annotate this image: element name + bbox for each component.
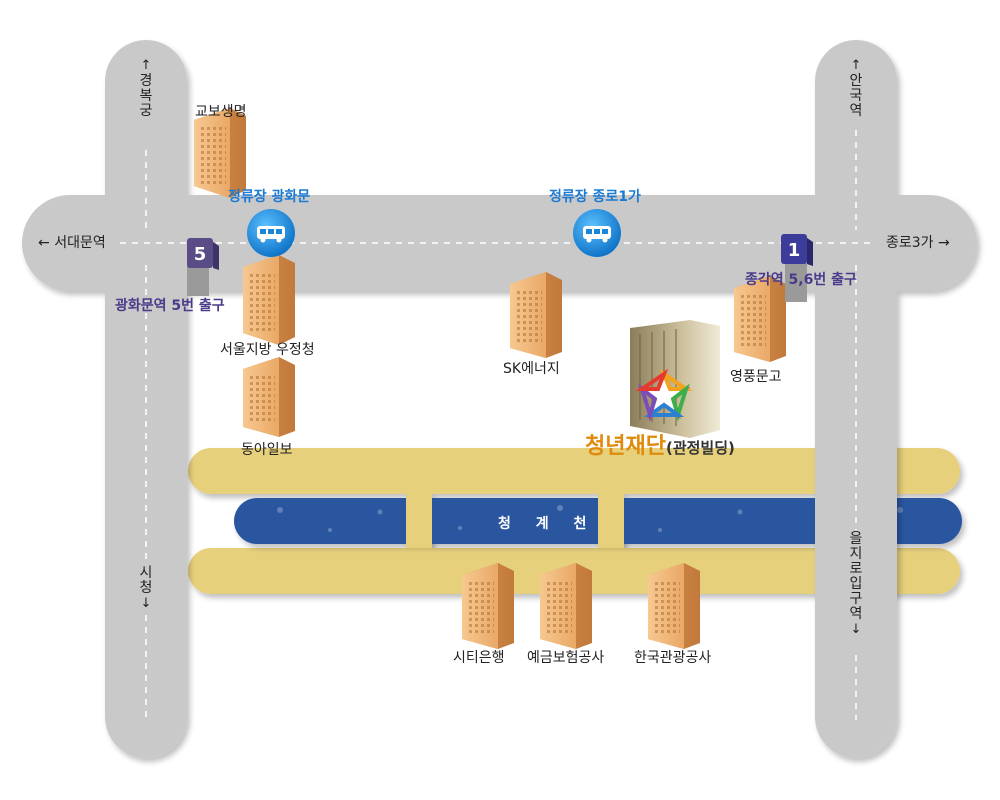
building-icon-kto [648, 563, 700, 649]
building-label-kyobo: 교보생명 [195, 104, 247, 120]
bus-stop-label-jongno1ga: 정류장 종로1가 [549, 189, 641, 205]
star-logo-icon [635, 368, 693, 422]
bus-stop-label-gwanghwamun: 정류장 광화문 [228, 189, 311, 205]
stream-label: 청 계 천 [498, 516, 597, 532]
building-icon-donga [243, 357, 295, 437]
west-north-destination: 경복궁 [139, 73, 153, 119]
east-south-destination: 을지로입구역 [849, 531, 863, 622]
west-destination: 서대문역 [54, 235, 106, 251]
building-icon-kyobo [194, 108, 246, 198]
building-icon-citi [462, 563, 514, 649]
building-label-donga: 동아일보 [241, 442, 293, 458]
arrow-down-icon: ↓ [850, 622, 862, 637]
arrow-up-icon: ↑ [140, 58, 152, 73]
building-label-postal: 서울지방 우정청 [220, 342, 315, 358]
bus-stop-icon-jongno1ga [573, 209, 621, 257]
building-icon-postal [243, 255, 295, 345]
west-south-destination: 시청 [139, 565, 153, 596]
west-road-north-label: ↑ 경복궁 [138, 58, 154, 119]
subway-exit-icon-1: 1 [781, 234, 813, 302]
destination-name: 청년재단 [585, 434, 666, 459]
building-icons [194, 108, 786, 649]
subway-exit-icon-5: 5 [187, 238, 219, 296]
building-icon-sk [510, 272, 562, 358]
building-label-kdic: 예금보험공사 [527, 650, 605, 666]
arrow-left-icon: ← [38, 235, 50, 251]
destination-label: 청년재단(관정빌딩) [585, 428, 735, 460]
west-road-south-label: 시청 ↓ [138, 566, 154, 612]
subway-exit-label-1: 종각역 5,6번 출구 [745, 272, 857, 288]
east-road-south-label: 을지로입구역 ↓ [848, 532, 864, 638]
road-center-lines [120, 130, 870, 720]
east-destination: 종로3가 [886, 235, 934, 251]
arrow-right-icon: → [938, 235, 950, 251]
east-north-destination: 안국역 [849, 73, 863, 119]
building-label-sk: SK에너지 [503, 361, 560, 377]
street-north [188, 448, 960, 494]
destination-sub: (관정빌딩) [665, 439, 735, 457]
bus-stop-icon-gwanghwamun [247, 209, 295, 257]
destination-tower-icon [630, 320, 720, 438]
arrow-up-icon: ↑ [850, 58, 862, 73]
building-icon-youngpoong [734, 276, 786, 362]
subway-exit-number-5: 5 [194, 244, 207, 265]
subway-exit-number-1: 1 [788, 240, 801, 261]
east-road-north-label: ↑ 안국역 [848, 58, 864, 119]
main-road-east-label: 종로3가 → [886, 235, 950, 251]
subway-exit-label-5: 광화문역 5번 출구 [115, 298, 225, 314]
main-road-west-label: ← 서대문역 [38, 235, 106, 251]
arrow-down-icon: ↓ [140, 596, 152, 611]
building-label-youngpoong: 영풍문고 [730, 369, 782, 385]
building-icon-kdic [540, 563, 592, 649]
building-label-citi: 시티은행 [453, 650, 505, 666]
building-label-kto: 한국관광공사 [634, 650, 712, 666]
